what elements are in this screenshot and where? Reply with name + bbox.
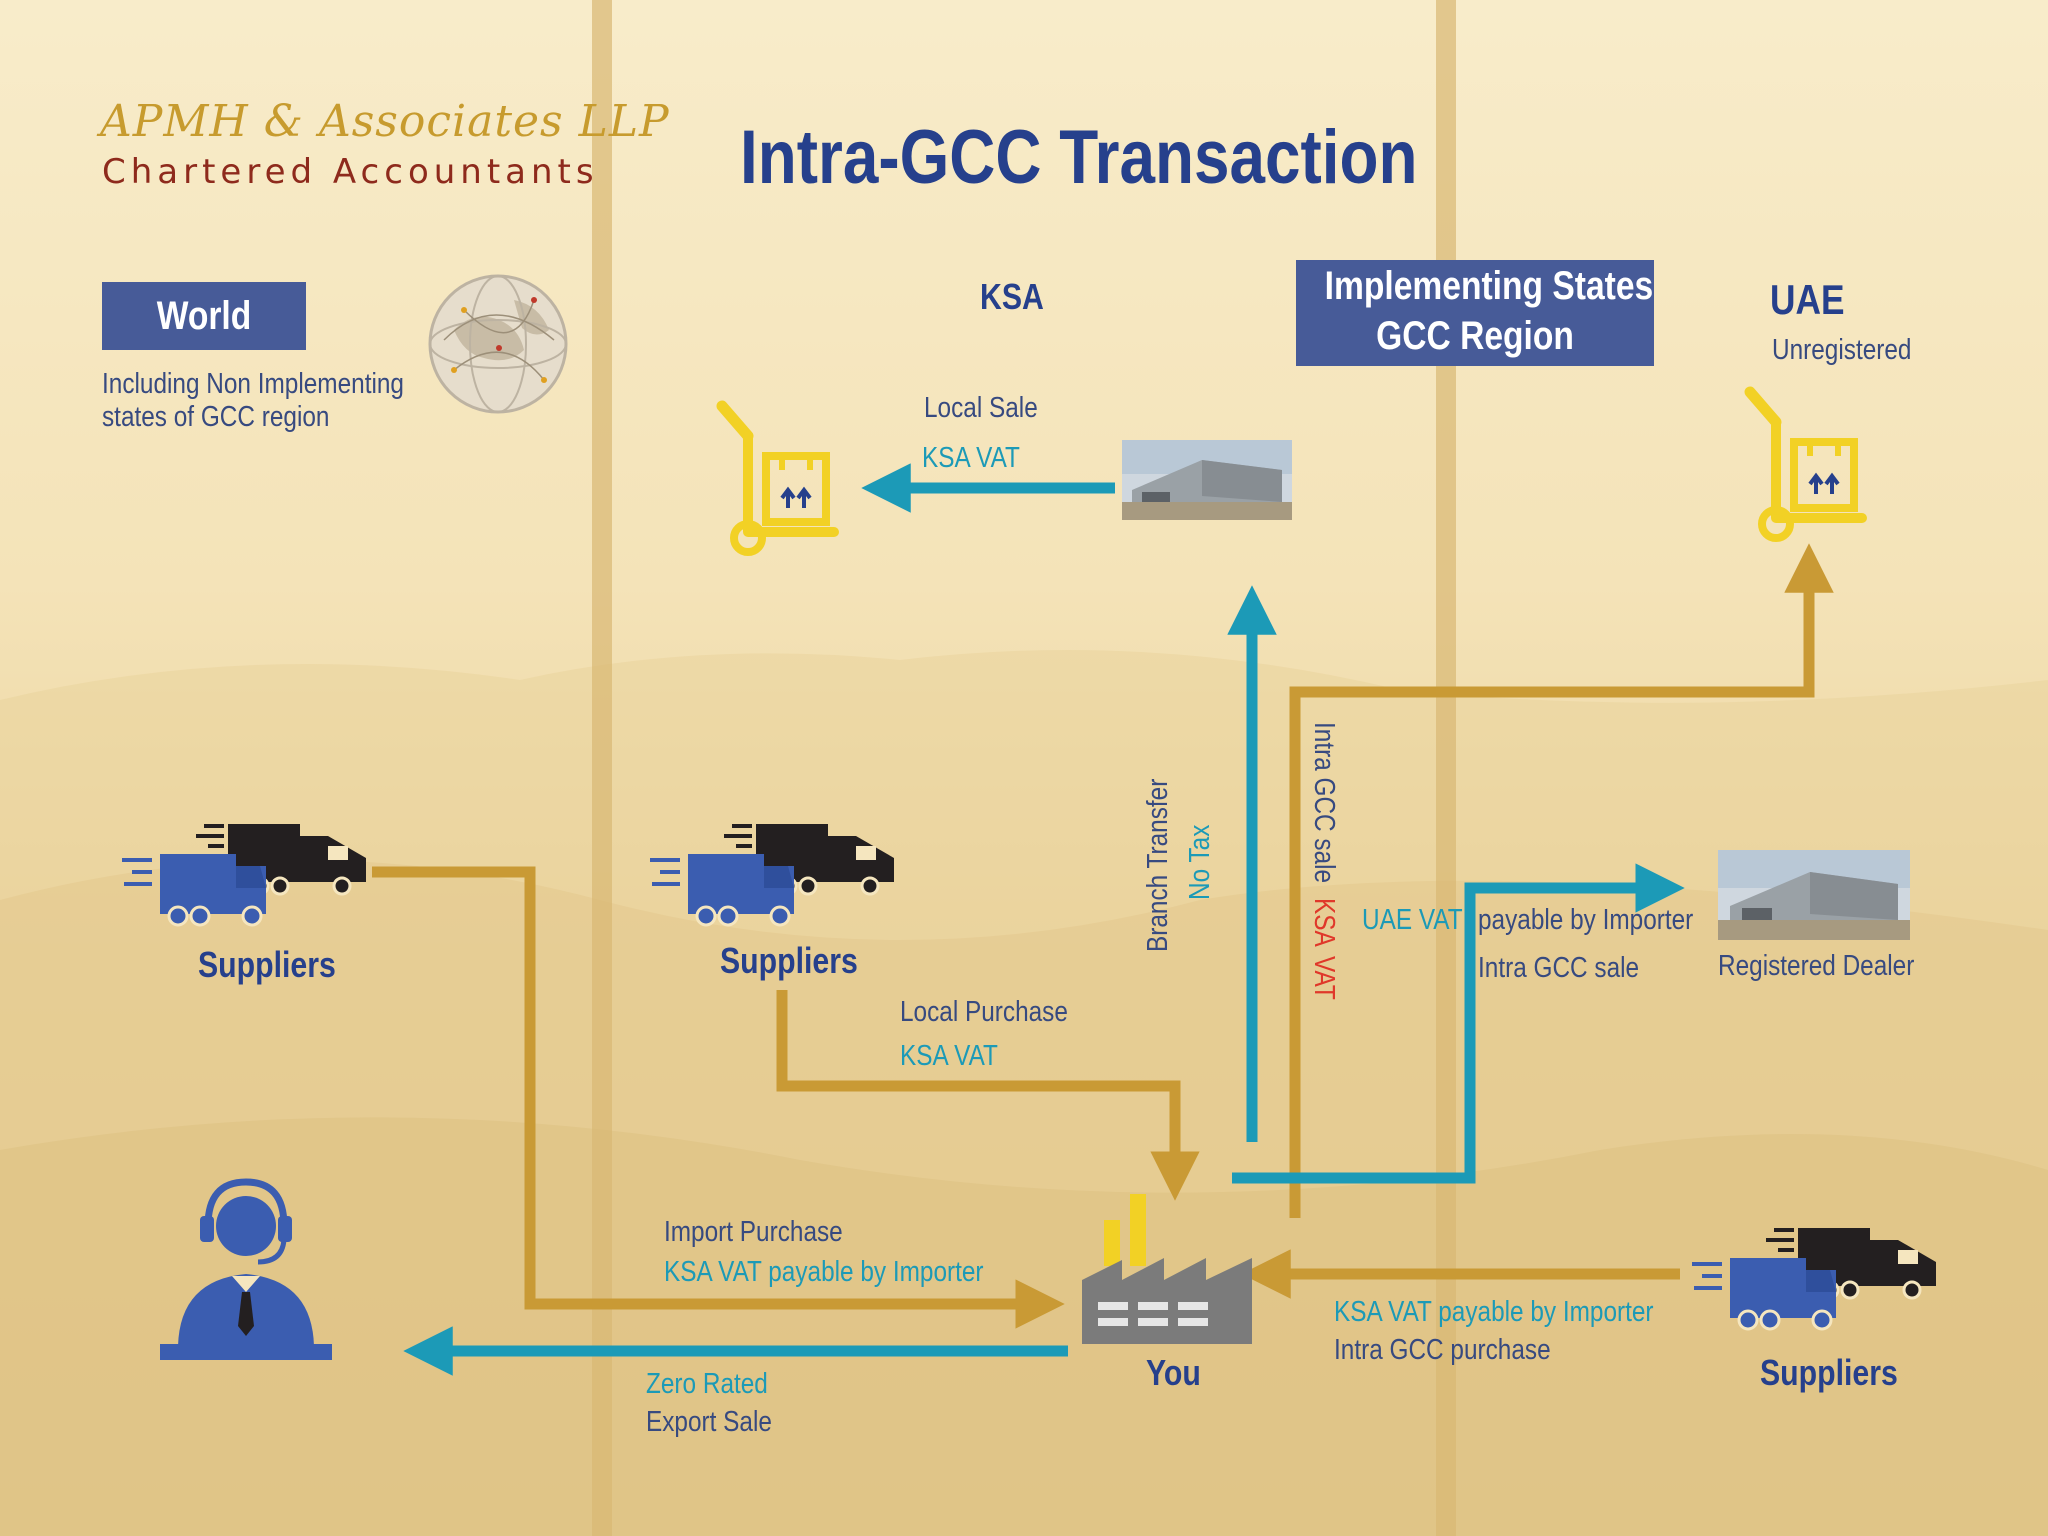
region-divider-ksa-gcc [1436,0,1456,1536]
branch-transfer-tax-label: No Tax [1184,824,1216,900]
brand-name: APMH & Associates LLP [100,96,670,147]
you-label: You [1146,1352,1201,1393]
intra-gcc-purchase-label: Intra GCC purchase [1334,1334,1551,1366]
globe-icon [428,274,568,414]
ksa-suppliers-label: Suppliers [720,940,858,981]
intra-gcc-sale-registered-label: Intra GCC sale [1478,952,1640,984]
local-sale-tax-label: KSA VAT [922,442,1020,474]
world-description-line2: states of GCC region [102,401,330,433]
ksa-warehouse-icon [1122,440,1292,520]
world-description-line1: Including Non Implementing [102,368,404,400]
export-customer-agent-icon [160,1178,332,1360]
gcc-suppliers-label: Suppliers [1760,1352,1898,1393]
local-customer-trolley-icon [716,400,839,556]
page-title: Intra-GCC Transaction [740,115,1418,200]
gcc-suppliers-truck-icon [1692,1228,1936,1331]
intra-gcc-sale-unregistered-tax-label: KSA [1308,898,1340,947]
export-sale-tax-label: Zero Rated [646,1368,768,1400]
local-purchase-label: Local Purchase [900,996,1068,1028]
intra-gcc-sale-registered-payer-label: payable by Importer [1478,904,1694,936]
local-purchase-tax-label: KSA VAT [900,1040,998,1072]
branch-transfer-label: Branch Transfer [1142,778,1174,952]
intra-gcc-sale-registered-arrow [1232,863,1685,1184]
world-region-label: World [156,294,252,338]
region-divider-world-ksa [592,0,612,1536]
uae-customer-trolley-icon [1744,386,1867,542]
local-sale-label: Local Sale [924,392,1038,424]
intra-gcc-sale-registered-tax-label: UAE VAT [1362,904,1463,936]
import-purchase-arrow [372,866,1065,1329]
world-suppliers-label: Suppliers [198,944,336,985]
uae-region-label: UAE [1770,276,1845,323]
world-region-box: World [102,282,306,350]
gcc-region-line2: GCC Region [1376,314,1574,358]
gcc-region-line1: Implementing States [1324,264,1654,308]
ksa-region-label: KSA [980,276,1044,317]
uae-status-label: Unregistered [1772,334,1912,366]
intra-gcc-sale-unregistered-vat-label: VAT [1308,956,1340,1000]
import-purchase-tax-label: KSA VAT payable by Importer [664,1256,984,1288]
local-purchase-arrow [776,990,1200,1201]
gcc-region-box: Implementing States GCC Region [1296,260,1654,366]
world-suppliers-truck-icon [122,824,366,927]
export-sale-label: Export Sale [646,1406,772,1438]
intra-gcc-purchase-tax-label: KSA VAT payable by Importer [1334,1296,1654,1328]
import-purchase-label: Import Purchase [664,1216,843,1248]
registered-dealer-warehouse-icon [1718,850,1910,940]
intra-gcc-sale-unregistered-arrow [1289,543,1834,1218]
registered-dealer-label: Registered Dealer [1718,950,1915,982]
intra-gcc-sale-unregistered-label: Intra GCC sale [1308,722,1340,884]
brand-subtitle: Chartered Accountants [102,152,599,192]
you-factory-icon [1082,1194,1252,1344]
ksa-suppliers-truck-icon [650,824,894,927]
